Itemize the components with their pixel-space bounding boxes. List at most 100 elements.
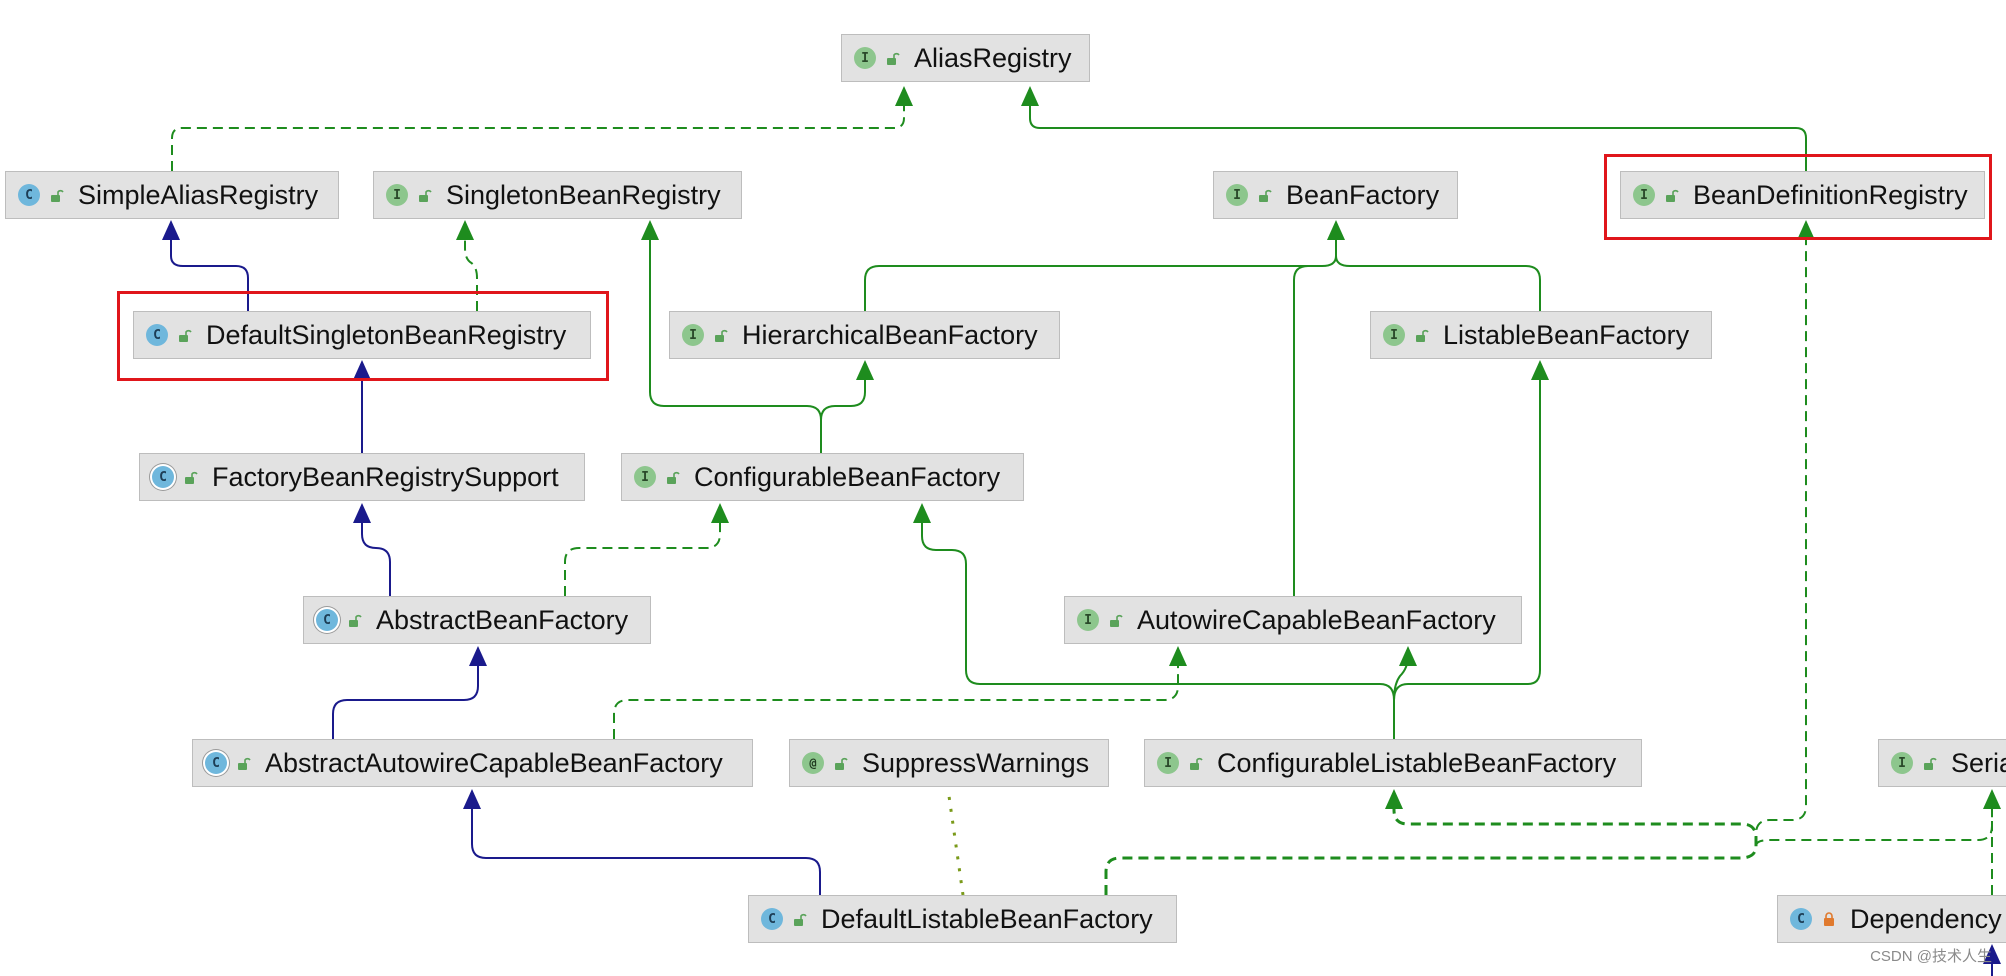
lock-open-icon	[1190, 757, 1203, 770]
interface-icon: I	[1157, 752, 1179, 774]
node-configurable-listable-bean-factory[interactable]: I ConfigurableListableBeanFactory	[1144, 739, 1642, 787]
node-bean-definition-registry[interactable]: I BeanDefinitionRegistry	[1620, 171, 1985, 219]
arrowhead	[1797, 220, 1815, 240]
edge-default-listable-annotated-suppress-warnings	[946, 788, 965, 896]
arrowhead	[1983, 944, 2001, 964]
edge-configurable-listable-to-configurable	[921, 522, 1395, 701]
edge-hierarchical-to-bean-factory	[864, 238, 1337, 311]
edge-default-singleton-to-singleton-registry	[464, 238, 478, 311]
arrowhead	[353, 360, 371, 380]
edge-configurable-listable-to-listable	[1393, 380, 1541, 701]
edge-configurable-listable-to-autowire	[1393, 655, 1409, 739]
node-bean-factory[interactable]: I BeanFactory	[1213, 171, 1458, 219]
class-icon: C	[18, 184, 40, 206]
lock-closed-icon	[1824, 912, 1834, 926]
lock-open-icon	[1666, 189, 1679, 202]
annotation-icon: @	[802, 752, 824, 774]
arrowhead	[1169, 646, 1187, 666]
arrowhead	[641, 220, 659, 240]
edge-default-listable-to-bean-definition-registry	[1755, 240, 1807, 846]
node-configurable-bean-factory[interactable]: I ConfigurableBeanFactory	[621, 453, 1024, 501]
interface-icon: I	[1891, 752, 1913, 774]
edge-configurable-to-singleton-registry	[649, 240, 822, 421]
node-label: SingletonBeanRegistry	[446, 179, 721, 210]
lock-open-icon	[887, 52, 900, 65]
interface-icon: I	[682, 324, 704, 346]
lock-open-icon	[794, 913, 807, 926]
node-label: BeanFactory	[1286, 179, 1440, 210]
lock-open-icon	[1110, 614, 1123, 627]
edge-default-singleton-to-simple-alias	[170, 238, 249, 311]
lock-open-icon	[1924, 757, 1937, 770]
node-label: BeanDefinitionRegistry	[1693, 179, 1968, 210]
abstract-class-icon: C	[205, 752, 227, 774]
node-label: HierarchicalBeanFactory	[742, 319, 1038, 350]
lock-open-icon	[179, 329, 192, 342]
arrowhead	[711, 503, 729, 523]
interface-icon: I	[634, 466, 656, 488]
edge-default-listable-to-configurable-listable	[1104, 808, 1758, 895]
node-label: AutowireCapableBeanFactory	[1137, 604, 1496, 635]
lock-open-icon	[185, 471, 198, 484]
arrowhead	[1021, 86, 1039, 106]
node-factory-bean-registry-support[interactable]: C FactoryBeanRegistrySupport	[139, 453, 585, 501]
arrowhead	[1385, 789, 1403, 809]
arrowhead	[895, 86, 913, 106]
node-alias-registry[interactable]: I AliasRegistry	[841, 34, 1090, 82]
node-label: AbstractAutowireCapableBeanFactory	[265, 747, 723, 778]
highlight-box-default-singleton-bean-registry	[117, 291, 609, 381]
lock-open-icon	[419, 189, 432, 202]
arrowhead	[463, 789, 481, 809]
node-autowire-capable-bean-factory[interactable]: I AutowireCapableBeanFactory	[1064, 596, 1522, 644]
node-label: SimpleAliasRegistry	[78, 179, 319, 210]
arrowhead	[1983, 789, 2001, 809]
lock-open-icon	[1416, 329, 1429, 342]
abstract-class-icon: C	[316, 609, 338, 631]
edge-abstract-bean-factory-to-factory-support	[361, 522, 391, 596]
edge-simple-alias-registry-to-alias-registry	[171, 104, 905, 171]
node-simple-alias-registry[interactable]: C SimpleAliasRegistry	[5, 171, 339, 219]
edge-default-listable-to-abstract-autowire	[471, 808, 821, 895]
interface-icon: I	[1077, 609, 1099, 631]
lock-open-icon	[51, 189, 64, 202]
arrowhead	[162, 220, 180, 240]
interface-icon: I	[386, 184, 408, 206]
node-label: Dependency	[1850, 903, 2002, 934]
lock-open-icon	[835, 757, 848, 770]
interface-icon: I	[1383, 324, 1405, 346]
edge-bean-definition-registry-to-alias-registry	[1029, 104, 1807, 171]
node-listable-bean-factory[interactable]: I ListableBeanFactory	[1370, 311, 1712, 359]
node-singleton-bean-registry[interactable]: I SingletonBeanRegistry	[373, 171, 742, 219]
highlight-box-bean-definition-registry	[1604, 154, 1992, 240]
node-label: DefaultSingletonBeanRegistry	[206, 319, 567, 350]
arrowhead	[1399, 646, 1417, 666]
edge-abstract-autowire-to-autowire-capable	[613, 664, 1179, 739]
node-suppress-warnings[interactable]: @ SuppressWarnings	[789, 739, 1109, 787]
arrowhead	[1531, 360, 1549, 380]
node-dependency-descriptor[interactable]: C Dependency	[1777, 895, 2006, 943]
node-label: ListableBeanFactory	[1443, 319, 1690, 350]
arrowhead	[469, 646, 487, 666]
edge-configurable-to-hierarchical	[820, 380, 866, 453]
lock-open-icon	[667, 471, 680, 484]
node-label: AliasRegistry	[914, 42, 1072, 73]
class-icon: C	[146, 324, 168, 346]
node-serializable[interactable]: I Seria	[1878, 739, 2006, 787]
node-default-listable-bean-factory[interactable]: C DefaultListableBeanFactory	[748, 895, 1177, 943]
abstract-class-icon: C	[152, 466, 174, 488]
edge-default-listable-to-serializable	[1755, 808, 1993, 847]
interface-icon: I	[1633, 184, 1655, 206]
node-abstract-bean-factory[interactable]: C AbstractBeanFactory	[303, 596, 651, 644]
node-default-singleton-bean-registry[interactable]: C DefaultSingletonBeanRegistry	[133, 311, 591, 359]
node-label: AbstractBeanFactory	[376, 604, 629, 635]
arrowhead	[913, 503, 931, 523]
arrowhead	[1327, 220, 1345, 240]
node-abstract-autowire-capable-bean-factory[interactable]: C AbstractAutowireCapableBeanFactory	[192, 739, 753, 787]
node-label: SuppressWarnings	[862, 747, 1090, 778]
edge-autowire-to-bean-factory	[1293, 265, 1322, 596]
watermark: CSDN @技术人生	[1870, 948, 1992, 965]
node-label: FactoryBeanRegistrySupport	[212, 461, 559, 492]
node-hierarchical-bean-factory[interactable]: I HierarchicalBeanFactory	[669, 311, 1060, 359]
